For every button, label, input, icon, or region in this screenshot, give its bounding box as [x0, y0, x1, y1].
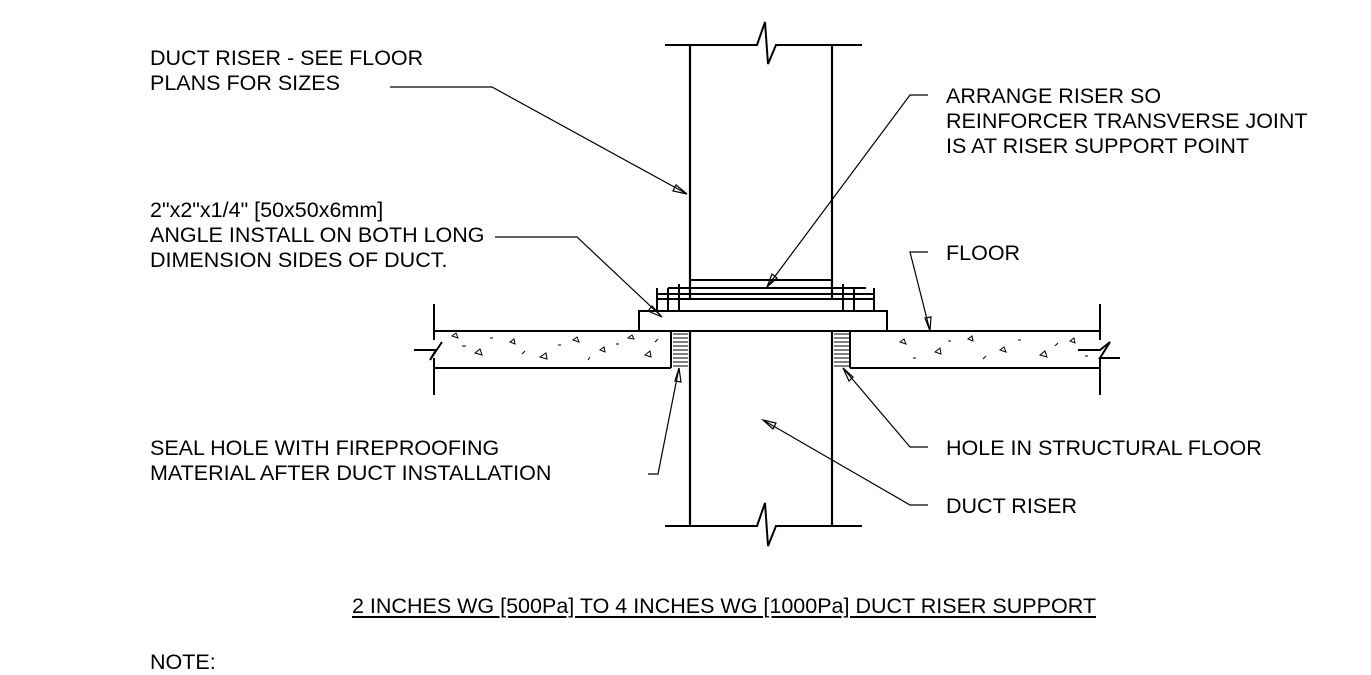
duct-riser: [688, 45, 834, 526]
hole-in-floor-note: HOLE IN STRUCTURAL FLOOR: [946, 436, 1262, 460]
angle-note: 2"x2"x1/4" [50x50x6mm] ANGLE INSTALL ON …: [150, 198, 485, 272]
note-heading: NOTE:: [150, 650, 216, 674]
seal-hole-note: SEAL HOLE WITH FIREPROOFING MATERIAL AFT…: [150, 436, 552, 485]
bottom-break-line: [665, 502, 862, 547]
duct-riser-label: DUCT RISER: [946, 494, 1078, 518]
floor-note: FLOOR: [946, 241, 1021, 265]
concrete-hatch: [450, 332, 1088, 361]
floor-slab: [414, 304, 1120, 395]
support-angle-assembly: [638, 279, 888, 332]
leader-lines: [390, 86, 932, 506]
duct-riser-note: DUCT RISER - SEE FLOOR PLANS FOR SIZES: [150, 46, 424, 95]
top-break-line: [665, 21, 862, 65]
drawing-title: 2 INCHES WG [500Pa] TO 4 INCHES WG [1000…: [352, 594, 1096, 618]
arrange-riser-note: ARRANGE RISER SO REINFORCER TRANSVERSE J…: [946, 84, 1308, 158]
fireproofing-seal: [673, 333, 849, 367]
